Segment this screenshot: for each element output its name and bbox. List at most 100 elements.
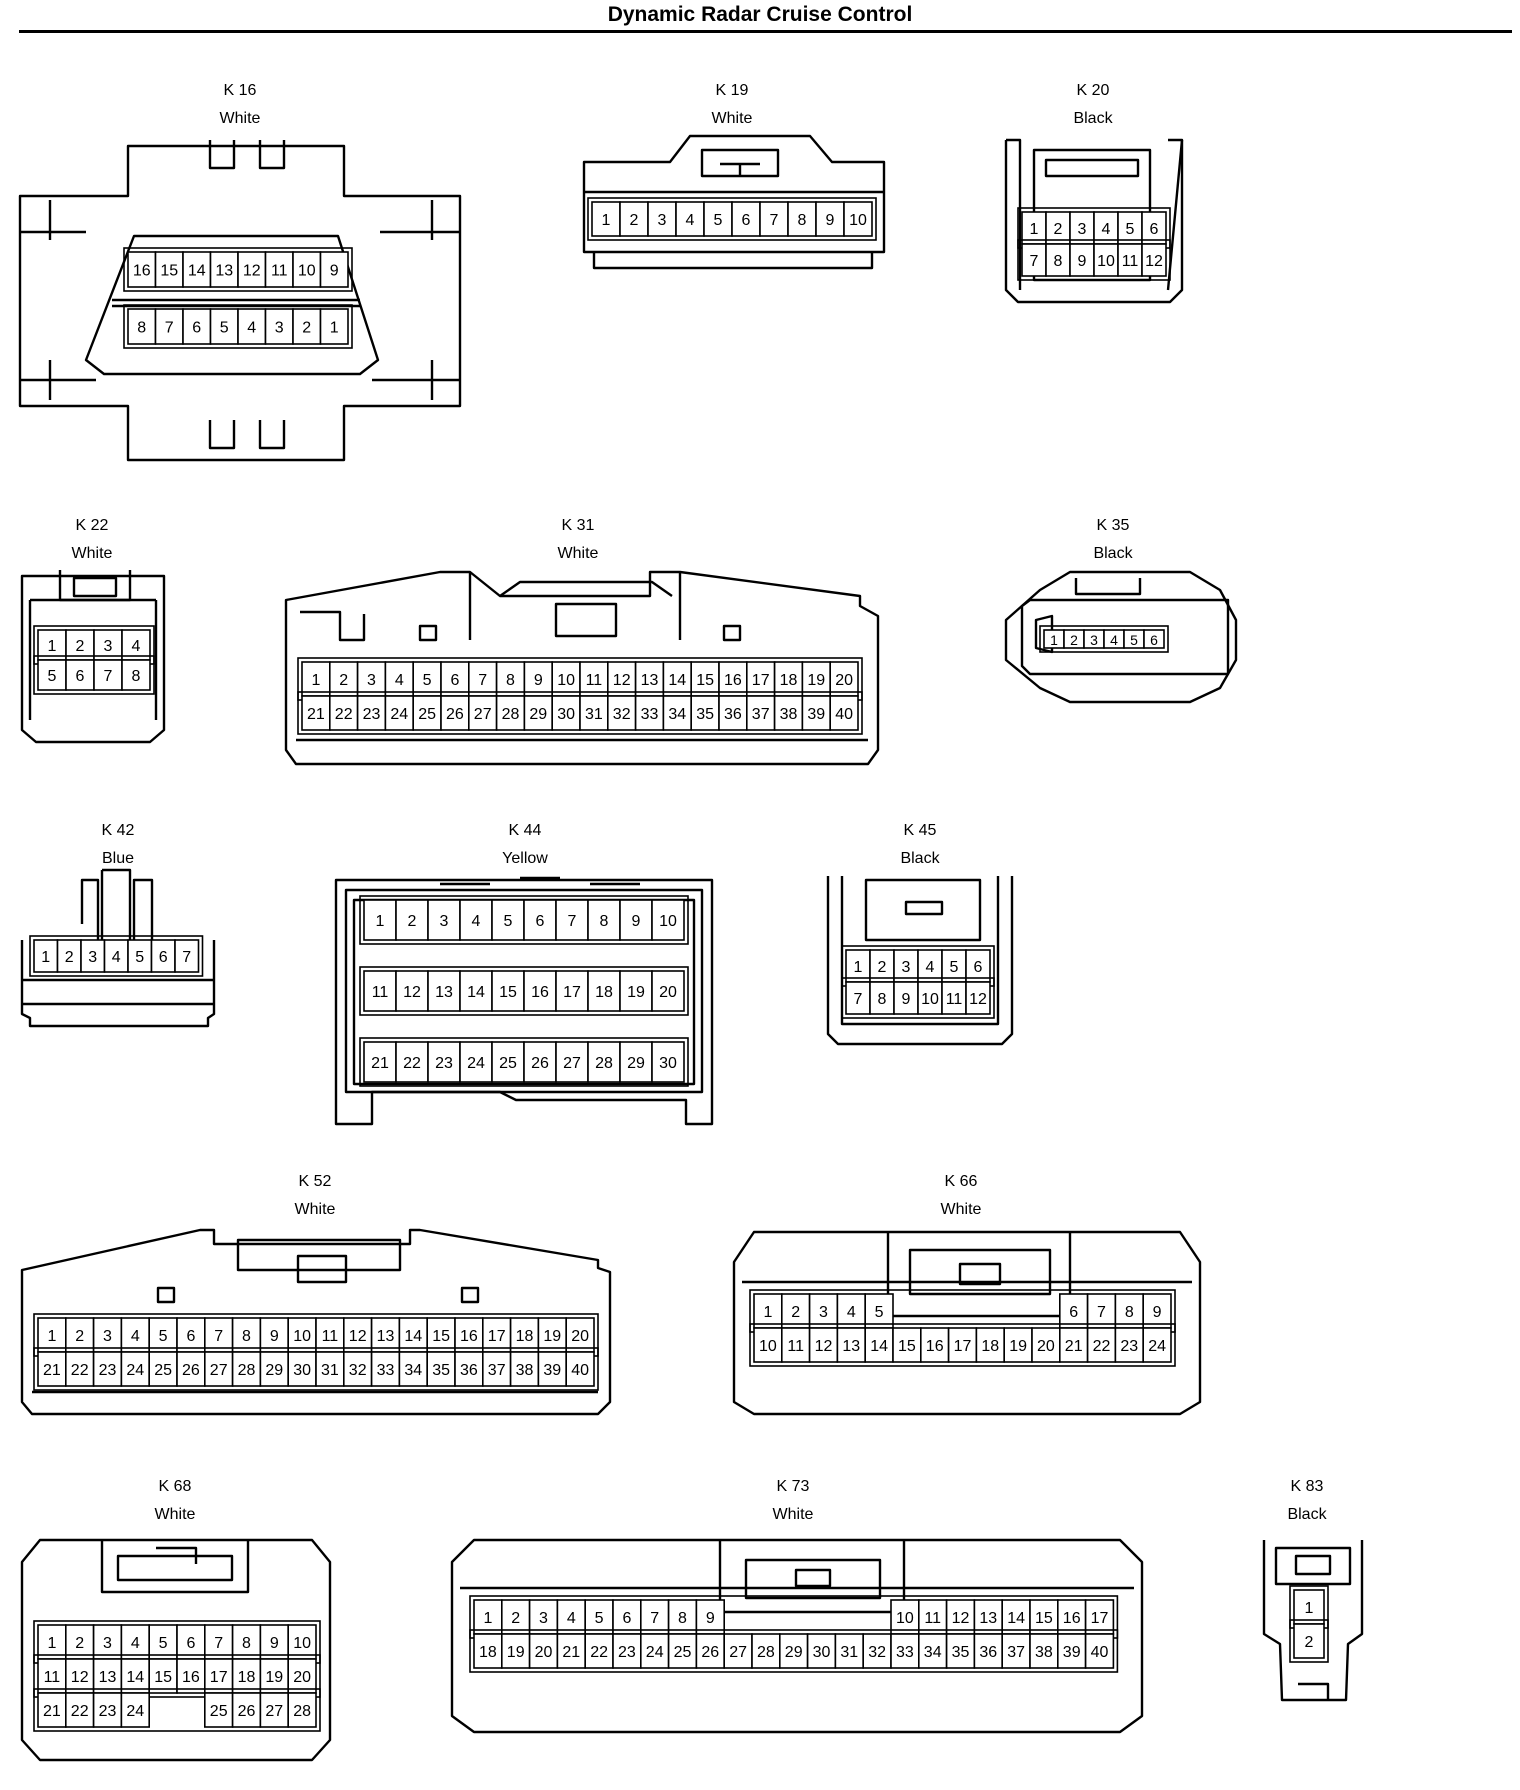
pin-number: 38 <box>1035 1644 1053 1661</box>
connector-housing-k20-3 <box>1044 158 1140 178</box>
connector-housing-k22-3 <box>28 598 158 720</box>
pin-number: 22 <box>590 1644 608 1661</box>
pin-cell <box>806 1633 837 1669</box>
connector-id-k45: K 45 <box>903 822 937 839</box>
pin-number: 32 <box>868 1644 886 1661</box>
connector-housing-k68-1 <box>100 1540 250 1594</box>
pin-cell <box>319 308 349 345</box>
pin-number: 17 <box>752 672 770 689</box>
pin-number: 4 <box>112 949 121 966</box>
pin-number: 18 <box>595 984 613 1001</box>
pin-number: 10 <box>849 212 867 229</box>
pin-row-frame <box>33 1654 321 1698</box>
pin-row-frame <box>123 247 353 292</box>
pin-cell <box>231 1351 262 1387</box>
pin-number: 23 <box>1120 1338 1138 1355</box>
pin-number: 8 <box>600 913 609 930</box>
pin-cell <box>259 1624 289 1660</box>
pin-cell <box>182 251 212 288</box>
pin-row-frame <box>359 895 689 945</box>
connector-housing-k31-5 <box>468 572 682 640</box>
pin-number: 3 <box>103 1635 112 1652</box>
pin-number: 2 <box>1070 632 1078 648</box>
pin-number: 19 <box>507 1644 525 1661</box>
pin-cell <box>65 1692 95 1728</box>
pin-cell <box>319 251 349 288</box>
pin-number: 29 <box>265 1362 283 1379</box>
pin-cell <box>1001 1599 1031 1635</box>
pin-number: 36 <box>979 1644 997 1661</box>
pin-number: 5 <box>714 212 723 229</box>
pin-number: 16 <box>1063 1610 1081 1627</box>
pin-number: 2 <box>65 949 74 966</box>
pin-cell <box>619 899 653 941</box>
pin-number: 20 <box>1037 1338 1055 1355</box>
pin-number: 9 <box>270 1328 279 1345</box>
pin-cell <box>1069 211 1095 245</box>
pin-number: 3 <box>367 672 376 689</box>
pin-cell <box>148 1351 178 1387</box>
pin-number: 11 <box>946 991 963 1008</box>
pin-number: 29 <box>785 1644 803 1661</box>
pin-number: 18 <box>780 672 798 689</box>
pin-number: 28 <box>238 1362 256 1379</box>
pin-number: 15 <box>696 672 714 689</box>
pin-number: 13 <box>641 672 659 689</box>
pin-number: 15 <box>898 1338 916 1355</box>
pin-number: 24 <box>646 1644 664 1661</box>
pin-number: 3 <box>1090 632 1098 648</box>
connector-housing-k35-2 <box>1074 578 1142 596</box>
connector-id-k44: K 44 <box>508 822 542 839</box>
connector-housing-k35-0 <box>1004 570 1238 704</box>
pin-number: 13 <box>435 984 453 1001</box>
pin-cell <box>703 201 733 237</box>
pin-number: 4 <box>686 212 695 229</box>
connector-id-k31: K 31 <box>561 517 595 534</box>
pin-number: 21 <box>1065 1338 1083 1355</box>
connector-housing-k22-2 <box>72 576 118 598</box>
connector-id-k52: K 52 <box>298 1173 332 1190</box>
pin-number: 13 <box>99 1669 117 1686</box>
pin-number: 21 <box>43 1362 61 1379</box>
pin-number: 16 <box>460 1328 478 1345</box>
connector-housing-k31-2 <box>499 580 673 597</box>
pin-cell <box>690 695 720 731</box>
pin-number: 29 <box>529 706 547 723</box>
pin-cell <box>619 1041 653 1083</box>
connector-id-k83: K 83 <box>1290 1478 1324 1495</box>
connector-housing-k16-2 <box>48 200 434 400</box>
pin-number: 37 <box>488 1362 506 1379</box>
pin-number: 22 <box>71 1362 89 1379</box>
pin-row-frame <box>33 1347 599 1391</box>
pin-number: 21 <box>562 1644 580 1661</box>
pin-number: 10 <box>759 1338 777 1355</box>
connector-color-k35: Black <box>1093 545 1133 562</box>
title-underline <box>19 30 1512 33</box>
pin-cell <box>1029 1633 1059 1669</box>
pin-number: 26 <box>238 1703 256 1720</box>
pin-number: 4 <box>1102 221 1111 238</box>
connector-color-k16: White <box>219 110 261 127</box>
pin-number: 3 <box>440 913 449 930</box>
pin-cell <box>121 659 151 691</box>
pin-number: 5 <box>950 959 959 976</box>
pin-number: 19 <box>627 984 645 1001</box>
pin-number: 1 <box>1030 221 1039 238</box>
pin-cell <box>801 695 832 731</box>
pin-number: 8 <box>132 668 141 685</box>
pin-cell <box>1093 243 1119 277</box>
connector-housing-k19-3 <box>720 162 760 176</box>
connector-housing-k42-1 <box>80 878 154 940</box>
pin-number: 10 <box>293 1635 311 1652</box>
pin-row-frame <box>749 1323 1176 1367</box>
pin-number: 12 <box>243 263 261 280</box>
connector-housing-k68-3 <box>156 1546 198 1564</box>
pin-number: 26 <box>531 1055 549 1072</box>
pin-cell <box>491 899 525 941</box>
pin-number: 34 <box>924 1644 942 1661</box>
pin-cell <box>127 251 157 288</box>
pin-cell <box>579 695 609 731</box>
